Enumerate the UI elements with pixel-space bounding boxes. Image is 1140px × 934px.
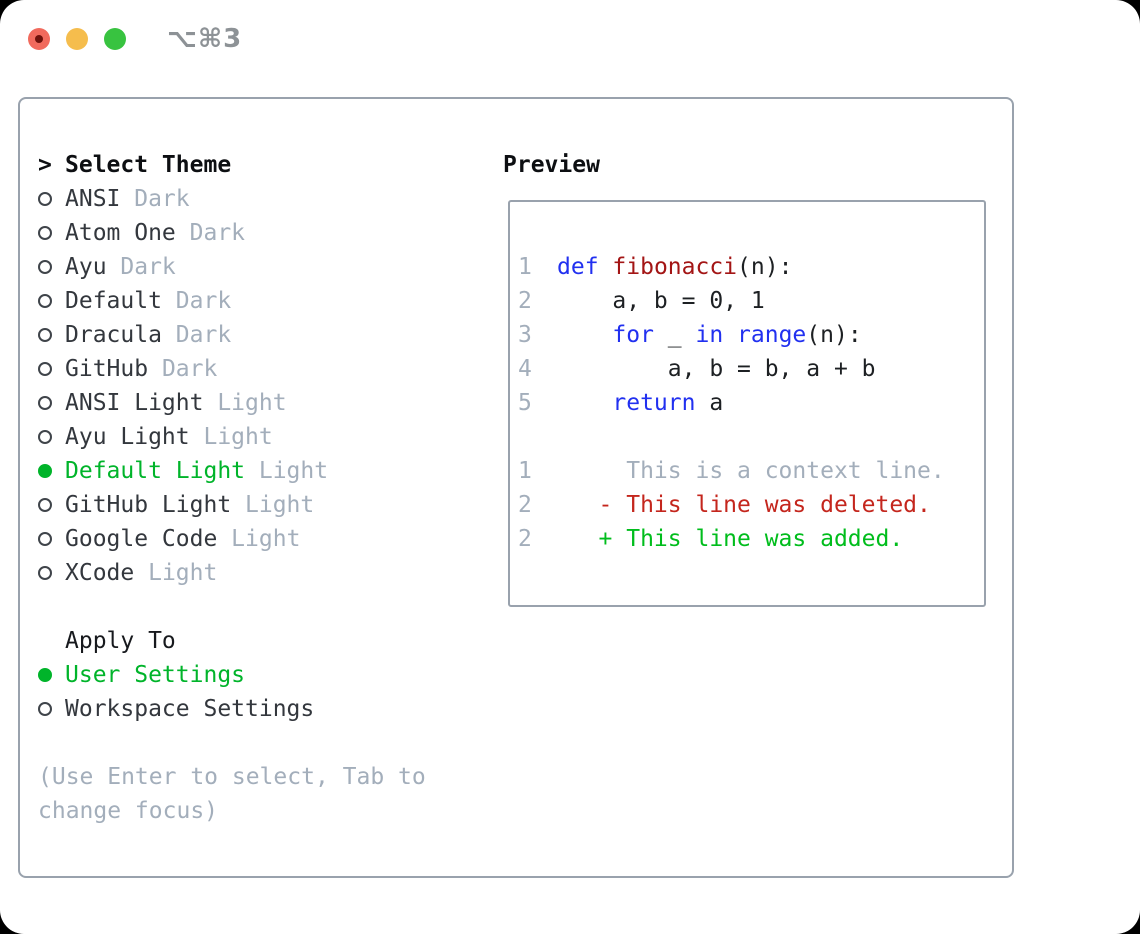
preview-line — [518, 420, 984, 454]
line-number: 1 — [518, 458, 532, 484]
radio-icon — [38, 396, 52, 410]
preview-title: Preview — [503, 152, 600, 178]
theme-option[interactable]: ANSI Dark — [38, 182, 426, 216]
line-number: 4 — [518, 356, 532, 382]
theme-option[interactable]: GitHub Light Light — [38, 488, 426, 522]
theme-option[interactable]: Ayu Dark — [38, 250, 426, 284]
line-number: 5 — [518, 390, 532, 416]
line-number: 3 — [518, 322, 532, 348]
minimize-button[interactable] — [66, 28, 88, 50]
preview-line: 4 a, b = b, a + b — [518, 352, 984, 386]
option-variant: Dark — [120, 186, 190, 212]
theme-option[interactable]: Atom One Dark — [38, 216, 426, 250]
option-variant: Light — [134, 560, 218, 586]
option-variant: Dark — [175, 220, 246, 246]
option-variant: Light — [203, 390, 287, 416]
line-number: 2 — [518, 492, 532, 518]
option-label: Default Light — [65, 458, 246, 484]
theme-option[interactable]: Ayu Light Light — [38, 420, 426, 454]
radio-selected-icon — [38, 464, 52, 478]
option-label: XCode — [65, 560, 135, 586]
theme-option[interactable]: GitHub Dark — [38, 352, 426, 386]
line-number: 1 — [518, 254, 532, 280]
option-variant: Dark — [161, 322, 232, 348]
preview-line: 3 for _ in range(n): — [518, 318, 984, 352]
preview-line: 1 This is a context line. — [518, 454, 984, 488]
hint-line: (Use Enter to select, Tab to — [38, 764, 426, 790]
apply-option[interactable]: User Settings — [38, 658, 426, 692]
preview-line: 2 + This line was added. — [518, 522, 984, 556]
option-label: Workspace Settings — [65, 696, 315, 722]
theme-option[interactable]: ANSI Light Light — [38, 386, 426, 420]
option-label: Dracula — [65, 322, 162, 348]
radio-icon — [38, 702, 52, 716]
option-variant: Dark — [161, 288, 232, 314]
spacer — [38, 726, 426, 760]
option-variant: Light — [189, 424, 273, 450]
radio-icon — [38, 498, 52, 512]
spacer — [38, 590, 426, 624]
radio-icon — [38, 430, 52, 444]
line-number: 2 — [518, 288, 532, 314]
titlebar: ⌥⌘3 — [0, 0, 1140, 78]
maximize-button[interactable] — [104, 28, 126, 50]
preview-line: 2 a, b = 0, 1 — [518, 284, 984, 318]
theme-option[interactable]: Google Code Light — [38, 522, 426, 556]
radio-icon — [38, 532, 52, 546]
traffic-lights — [28, 28, 126, 50]
option-label: Atom One — [65, 220, 176, 246]
apply-option[interactable]: Workspace Settings — [38, 692, 426, 726]
close-button[interactable] — [28, 28, 50, 50]
unsaved-dot-icon — [35, 35, 43, 43]
preview-line: 2 - This line was deleted. — [518, 488, 984, 522]
option-label: GitHub Light — [65, 492, 232, 518]
option-label: ANSI Light — [65, 390, 204, 416]
select-theme-header: > Select Theme — [38, 148, 426, 182]
select-theme-title: Select Theme — [65, 152, 232, 178]
option-label: Google Code — [65, 526, 218, 552]
line-number: 2 — [518, 526, 532, 552]
option-label: Ayu — [65, 254, 107, 280]
radio-icon — [38, 260, 52, 274]
option-label: User Settings — [65, 662, 246, 688]
option-label: GitHub — [65, 356, 149, 382]
option-variant: Light — [245, 458, 329, 484]
option-variant: Light — [217, 526, 301, 552]
radio-icon — [38, 566, 52, 580]
hint-line: change focus) — [38, 798, 219, 824]
theme-option[interactable]: Default Dark — [38, 284, 426, 318]
option-label: ANSI — [65, 186, 121, 212]
window-title: ⌥⌘3 — [167, 24, 243, 54]
radio-selected-icon — [38, 668, 52, 682]
radio-icon — [38, 328, 52, 342]
option-variant: Dark — [148, 356, 218, 382]
radio-icon — [38, 362, 52, 376]
theme-option[interactable]: XCode Light — [38, 556, 426, 590]
radio-icon — [38, 192, 52, 206]
cursor-icon: > — [38, 152, 52, 178]
apply-to-header-row: Apply To — [38, 624, 426, 658]
option-variant: Dark — [106, 254, 176, 280]
radio-icon — [38, 294, 52, 308]
preview-line: 5 return a — [518, 386, 984, 420]
apply-to-title: Apply To — [65, 628, 176, 654]
radio-icon — [38, 226, 52, 240]
hint-text: (Use Enter to select, Tab to change focus… — [38, 760, 426, 828]
theme-option[interactable]: Default Light Light — [38, 454, 426, 488]
option-label: Ayu Light — [65, 424, 190, 450]
option-variant: Light — [231, 492, 315, 518]
option-label: Default — [65, 288, 162, 314]
theme-option[interactable]: Dracula Dark — [38, 318, 426, 352]
